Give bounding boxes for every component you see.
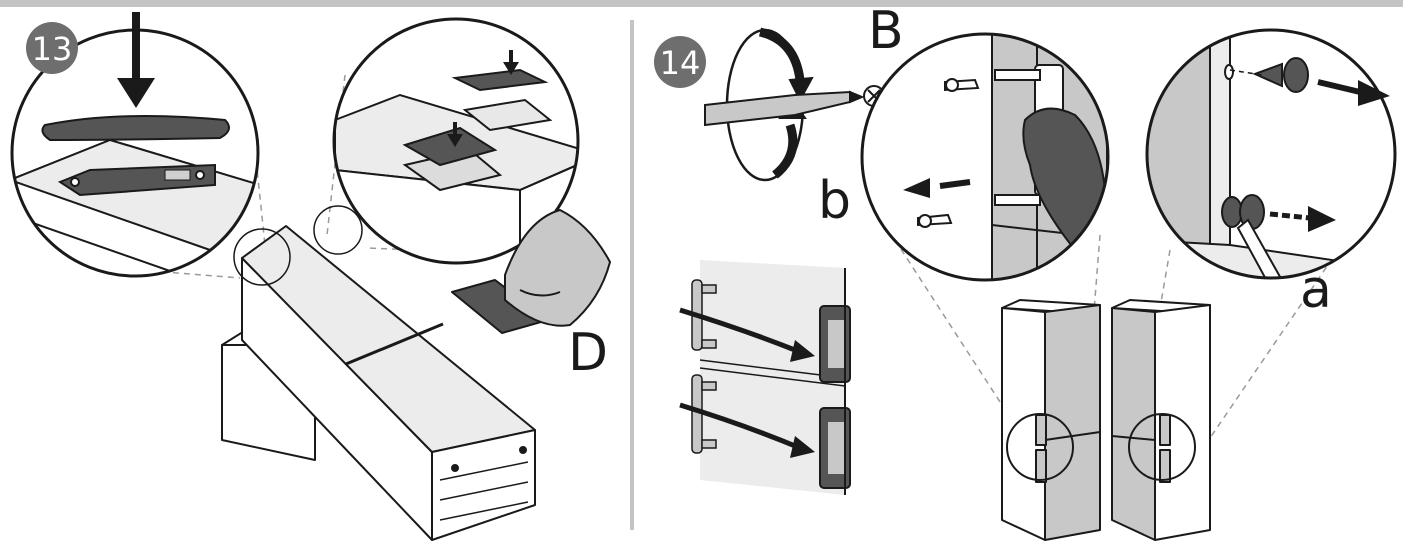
- step-14-badge: 14: [654, 36, 706, 88]
- detail-circle-hinge-caps: [1145, 28, 1397, 280]
- down-arrow-head: [117, 78, 155, 108]
- accessory-bag: [451, 209, 611, 334]
- step-13-badge: 13: [26, 22, 78, 74]
- door-handle-swap: [679, 260, 851, 495]
- focus-circle-1: [233, 228, 291, 286]
- down-arrow-shaft: [132, 12, 140, 82]
- step-13-number: 13: [32, 30, 73, 68]
- top-rule: [0, 0, 1403, 7]
- step-14-panel: 14 B b: [654, 1, 1397, 541]
- section-divider: [630, 20, 634, 530]
- fridge-standing-right: [1111, 299, 1211, 541]
- callout-a: a: [1300, 260, 1332, 320]
- callout-b: b: [818, 171, 851, 231]
- callout-D: D: [568, 323, 608, 383]
- callout-B: B: [868, 1, 904, 61]
- focus-circle-2: [313, 205, 363, 255]
- fridge-standing-left: [1001, 299, 1101, 541]
- fridge-lying: [221, 225, 536, 541]
- screwdriver-icon: [704, 27, 865, 182]
- step-13-panel: 13 D: [10, 12, 611, 541]
- step-14-number: 14: [660, 44, 701, 82]
